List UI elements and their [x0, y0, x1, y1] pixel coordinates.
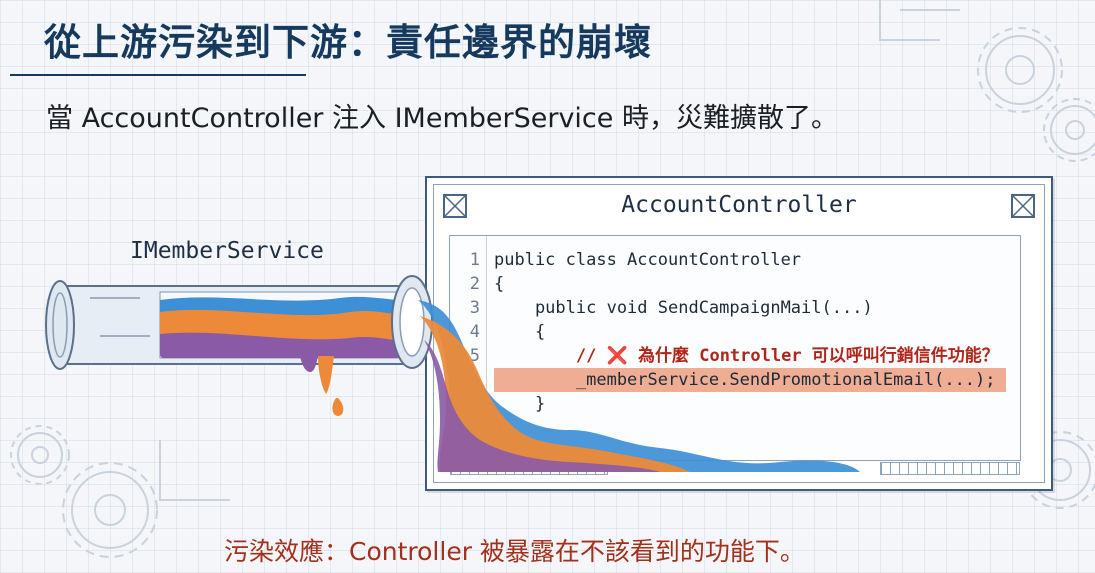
code-line: 1 public class AccountController: [450, 248, 1020, 272]
gear-icon: [1043, 98, 1095, 162]
code-line-highlighted: 6 _memberService.SendPromotionalEmail(..…: [450, 368, 1020, 392]
fluid-drips: [300, 356, 344, 416]
gear-icon: [10, 425, 70, 485]
fluid-spill: [418, 300, 860, 472]
window-close-icon[interactable]: [443, 194, 467, 218]
code-line: 3 public void SendCampaignMail(...): [450, 296, 1020, 320]
code-text: {: [494, 322, 546, 342]
page-subtitle: 當 AccountController 注入 IMemberService 時，…: [46, 103, 838, 134]
pipe-right-flange: [391, 275, 433, 369]
window-title: AccountController: [621, 192, 857, 218]
highlight-band: [494, 368, 1006, 392]
line-number: 4: [469, 322, 480, 342]
page-title: 從上游污染到下游：責任邊界的崩壞: [44, 21, 652, 64]
pipe-body: [59, 285, 421, 365]
pipe-label: IMemberService: [130, 238, 324, 264]
code-line-warning: 5 // ❌ 為什麼 Controller 可以呼叫行銷信件功能？: [450, 344, 1020, 368]
title-underline: [10, 74, 306, 76]
code-line: 2 {: [450, 272, 1020, 296]
gear-icon: [977, 27, 1063, 113]
line-number: 3: [469, 298, 480, 318]
window-status-bar: [880, 462, 1020, 475]
gear-icon: [62, 462, 158, 558]
line-number: 2: [469, 274, 480, 294]
warning-comment: // ❌ 為什麼 Controller 可以呼叫行銷信件功能？: [494, 346, 999, 366]
code-editor: 1 public class AccountController 2 { 3 p…: [449, 235, 1021, 461]
line-number-gutter: [450, 236, 487, 460]
code-text: public void SendCampaignMail(...): [494, 298, 873, 318]
code-text: public class AccountController: [494, 250, 802, 270]
code-text: {: [494, 274, 505, 294]
code-text: }: [494, 394, 546, 414]
code-text: _memberService.SendPromotionalEmail(...)…: [494, 370, 996, 390]
window-maximize-icon[interactable]: [1011, 194, 1035, 218]
effect-note: 污染效應：Controller 被暴露在不該看到的功能下。: [224, 537, 805, 566]
line-number: 1: [469, 250, 480, 270]
line-number: 5: [469, 346, 480, 366]
code-line: 4 {: [450, 320, 1020, 344]
pipe-left-cap: [45, 280, 75, 370]
